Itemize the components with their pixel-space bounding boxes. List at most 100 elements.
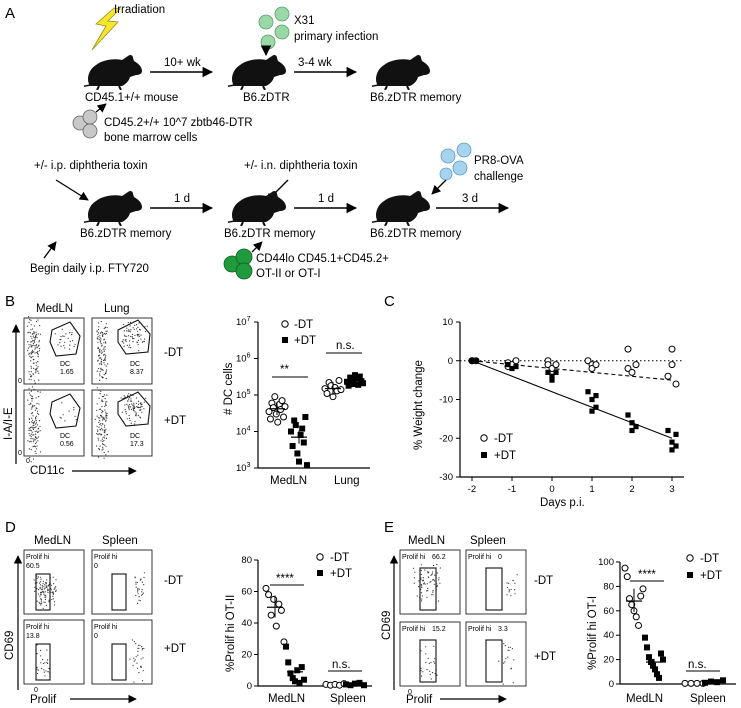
x-axis-label: Days p.i. xyxy=(540,497,585,509)
flow-event xyxy=(43,669,45,671)
flow-event xyxy=(39,595,41,597)
flow-event xyxy=(142,340,144,343)
flow-event xyxy=(141,593,144,595)
flow-event xyxy=(46,649,48,651)
data-point xyxy=(628,368,636,376)
flow-event xyxy=(135,583,137,585)
flow-event xyxy=(34,352,36,354)
flow-event xyxy=(36,410,39,412)
flow-event xyxy=(103,374,105,376)
panel-a: A Irradiation CD45.1+/+ mouse B6.zDTR B6… xyxy=(5,4,524,280)
flow-event xyxy=(121,411,123,413)
flow-event xyxy=(39,602,41,604)
flow-event xyxy=(434,574,436,576)
flow-event xyxy=(135,594,137,597)
flow-event xyxy=(106,412,108,414)
data-point xyxy=(545,369,551,375)
flow-event xyxy=(28,387,30,389)
flow-event xyxy=(104,405,106,407)
legend-label: -DT xyxy=(294,319,313,331)
flow-event xyxy=(51,598,53,601)
flow-event xyxy=(65,333,67,335)
flow-event xyxy=(30,341,32,343)
flow-event xyxy=(99,371,101,373)
flow-event xyxy=(53,588,55,590)
flow-event xyxy=(38,396,40,398)
flow-event xyxy=(105,341,107,343)
data-point xyxy=(272,410,280,418)
flow-event xyxy=(54,604,56,606)
flow-plots: Prolif hi 66.2 Prolif hi 0 Prolif hi 15.… xyxy=(399,549,527,696)
flow-event xyxy=(35,362,37,364)
flow-event xyxy=(26,325,28,327)
significance-label: n.s. xyxy=(336,340,355,352)
flow-yaxis-label: I-A/I-E xyxy=(3,407,15,440)
data-point xyxy=(292,678,298,685)
flow-event xyxy=(34,382,36,384)
flow-event xyxy=(103,362,105,364)
flow-event xyxy=(124,335,126,337)
flow-event xyxy=(105,454,107,456)
flow-event xyxy=(99,423,101,425)
mouse-icon xyxy=(84,189,143,226)
flow-event xyxy=(132,338,134,340)
flow-event xyxy=(101,412,103,414)
flow-event xyxy=(37,361,39,363)
flow-event xyxy=(73,407,75,409)
flow-event xyxy=(32,438,34,440)
flow-event xyxy=(46,586,48,589)
flow-event xyxy=(73,328,75,330)
flow-event xyxy=(102,440,104,443)
data-point xyxy=(629,427,635,434)
arrow-1d-b-label: 1 d xyxy=(318,193,334,205)
flow-event xyxy=(511,648,513,650)
data-point xyxy=(274,418,282,426)
flow-event xyxy=(64,347,66,349)
flow-event xyxy=(37,576,40,578)
flow-event xyxy=(99,408,102,410)
data-point xyxy=(652,666,658,673)
flow-event xyxy=(32,425,34,427)
data-point xyxy=(304,462,310,469)
flow-event xyxy=(31,328,34,330)
flow-event xyxy=(102,444,104,446)
data-point xyxy=(658,650,664,657)
flow-event xyxy=(137,647,139,649)
flow-event xyxy=(35,418,37,420)
data-point xyxy=(352,680,358,687)
flow-xaxis-label: CD11c xyxy=(30,465,65,477)
flow-event xyxy=(33,351,35,353)
flow-event xyxy=(137,339,139,341)
flow-event xyxy=(140,579,142,581)
data-point xyxy=(665,427,671,434)
flow-event xyxy=(138,322,140,324)
flow-event xyxy=(39,581,42,583)
data-point xyxy=(272,622,280,630)
flow-event xyxy=(60,335,62,338)
flow-event xyxy=(425,661,427,664)
flow-event xyxy=(105,378,107,380)
flow-event xyxy=(47,591,49,594)
flow-row-label: -DT xyxy=(164,575,183,587)
flow-event xyxy=(34,409,37,411)
flow-event xyxy=(137,593,139,595)
flow-event xyxy=(126,395,128,397)
flow-event xyxy=(37,593,40,595)
data-point xyxy=(513,363,519,370)
flow-event xyxy=(69,340,71,343)
category-label: MedLN xyxy=(270,475,307,487)
flow-event xyxy=(101,351,103,353)
flow-event xyxy=(103,339,105,341)
flow-event xyxy=(141,648,144,650)
flow-event xyxy=(36,430,38,432)
flow-event xyxy=(122,339,124,341)
flow-event xyxy=(101,395,103,398)
flow-event xyxy=(430,661,432,664)
flow-event xyxy=(33,340,35,342)
flow-event xyxy=(36,367,38,369)
flow-event xyxy=(35,320,38,323)
y-tick-label: 40 xyxy=(241,618,252,629)
flow-event xyxy=(426,596,428,599)
flow-event xyxy=(134,324,136,326)
flow-event xyxy=(97,429,99,431)
